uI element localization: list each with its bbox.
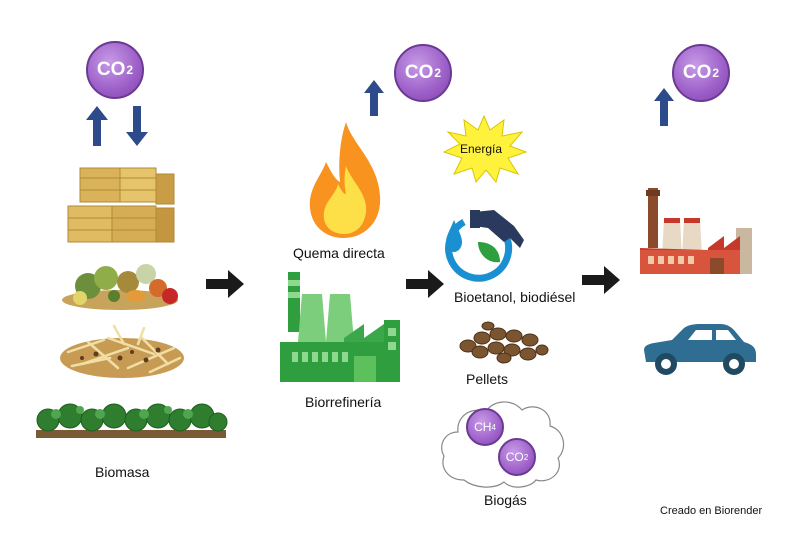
biomass-label: Biomasa	[95, 464, 150, 480]
energy-star-icon	[442, 114, 528, 184]
car-icon	[644, 324, 756, 375]
arrow-right-icon	[206, 270, 244, 298]
biofuel-nozzle-icon	[445, 210, 524, 282]
hay-bales-icon	[67, 167, 175, 243]
industry-factory-icon	[640, 188, 752, 274]
food-waste-icon	[62, 264, 178, 310]
arrow-right-icon	[406, 270, 444, 298]
energy-label: Energía	[460, 142, 503, 156]
direct-burn-label: Quema directa	[293, 245, 385, 261]
pellets-icon	[459, 321, 549, 364]
biorefinery-label: Biorrefinería	[305, 394, 382, 410]
arrow-up-icon	[364, 80, 384, 116]
biorefinery-factory-icon	[280, 272, 400, 382]
straw-pile-icon	[60, 324, 184, 378]
arrow-up-icon	[86, 106, 108, 146]
arrow-down-icon	[126, 106, 148, 146]
biofuels-label: Bioetanol, biodiésel	[454, 289, 576, 305]
arrow-up-icon	[654, 88, 674, 126]
crop-field-icon	[36, 403, 228, 438]
flame-icon	[309, 122, 381, 238]
biogas-label: Biogás	[484, 492, 527, 508]
credit-text: Creado en Biorender	[660, 505, 763, 517]
pellets-label: Pellets	[466, 371, 509, 387]
arrow-right-icon	[582, 266, 620, 294]
